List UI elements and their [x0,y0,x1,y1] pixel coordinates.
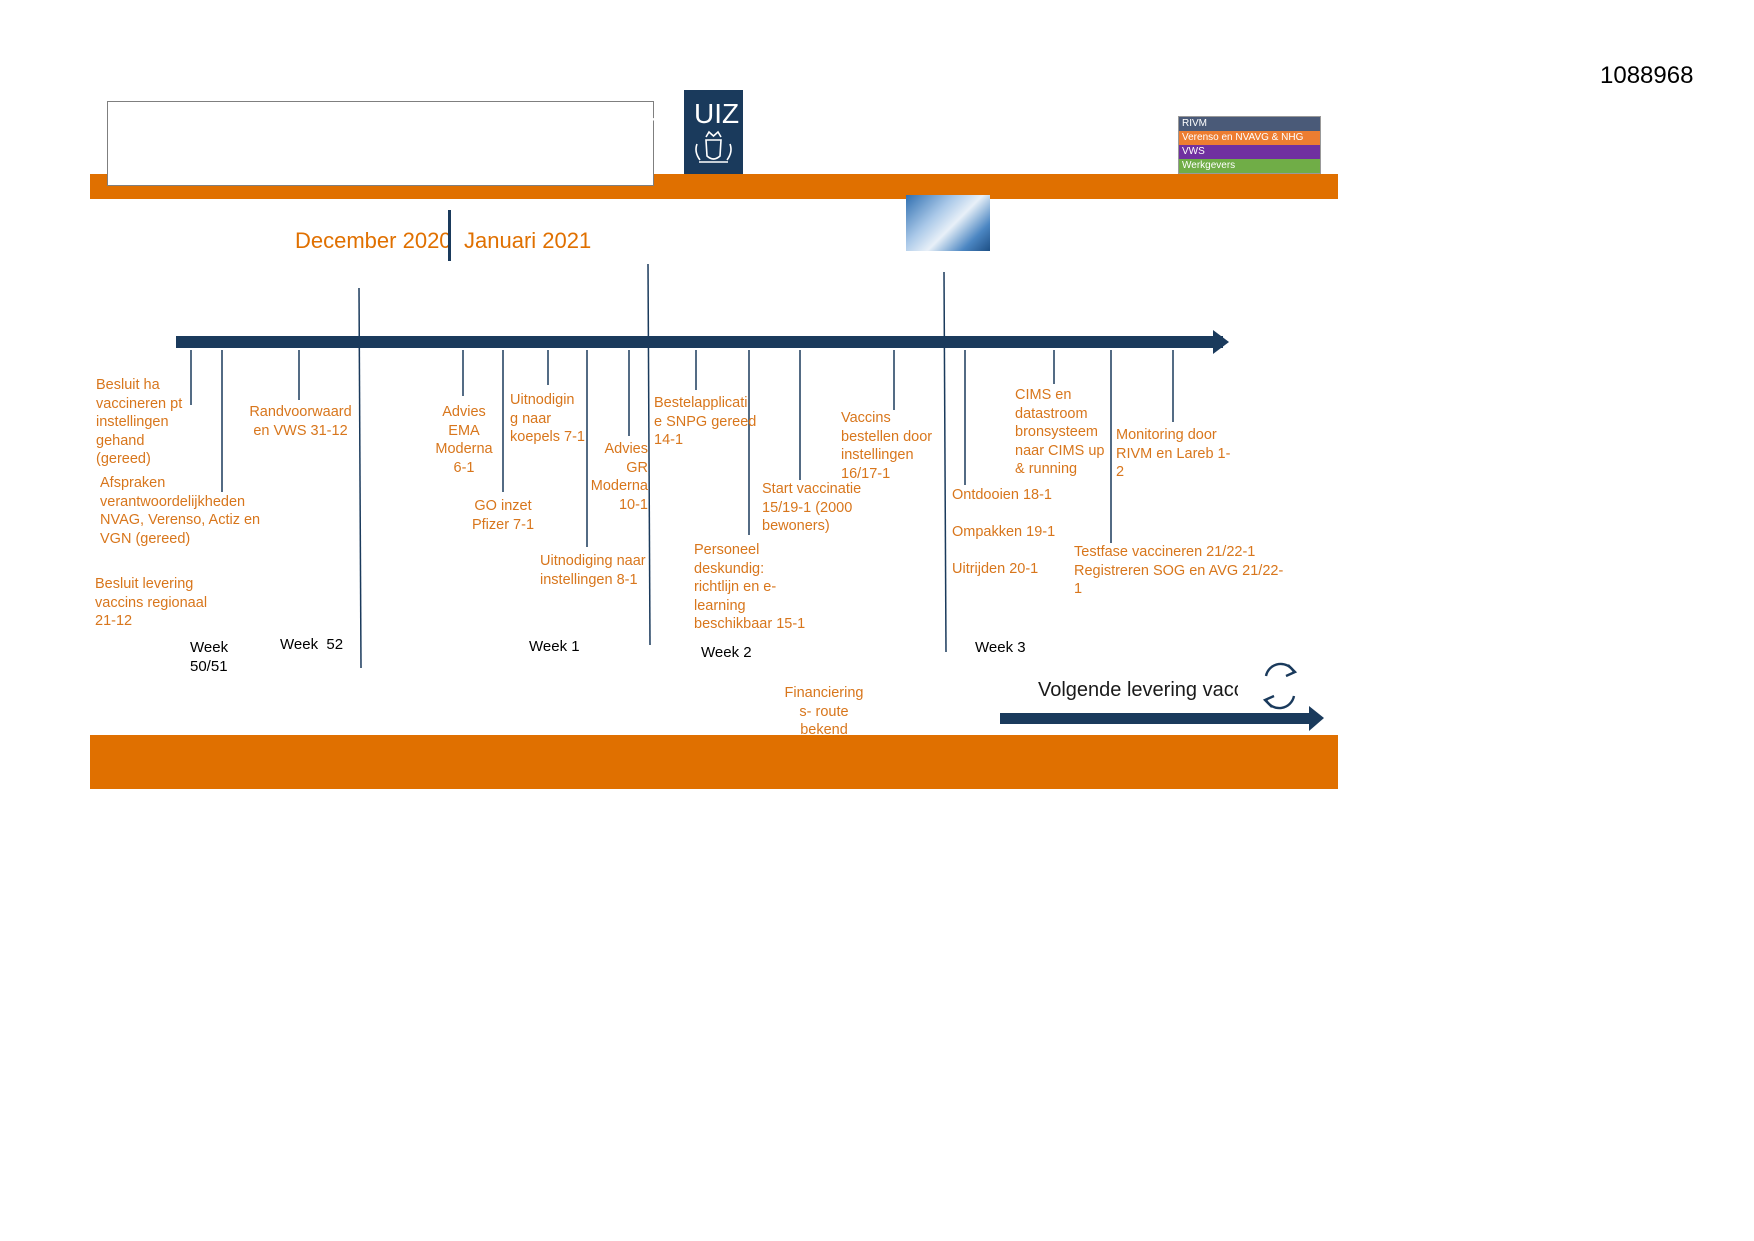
event-besluit-levering: Besluit levering vaccins regionaal 21-12 [95,576,208,629]
event-start-vaccinatie: Start vaccinatie 15/19-1 (2000 bewoners) [762,481,862,534]
month-januari: Januari 2021 [464,228,592,253]
event-advies-ema: Advies EMA Moderna 6-1 [435,404,493,476]
legend-item-vws: VWS [1179,145,1320,159]
month-december: December 2020 [295,228,452,253]
event-uitrijden: Uitrijden 20-1 [952,561,1039,577]
week-label-1: Week 1 [529,638,580,655]
event-uitnodiging-koepels: Uitnodigin g naar koepels 7-1 [510,392,585,445]
event-afspraken: Afspraken verantwoordelijkheden NVAG, Ve… [100,475,261,547]
refresh-cycle-icon [1262,662,1298,710]
timeline-arrow-head [1213,330,1229,354]
event-ompakken: Ompakken 19-1 [952,524,1056,540]
week-label-3: Week 3 [975,639,1026,656]
legend: RIVM Verenso en NVAVG & NHG VWS Werkgeve… [1178,116,1321,174]
month-divider [448,210,451,261]
rijksoverheid-logo: UIZ [684,90,743,174]
week-divider-line [943,271,947,653]
legend-item-verenso: Verenso en NVAVG & NHG [1179,131,1320,145]
event-cims: CIMS en datastroom bronsysteem naar CIMS… [1015,387,1105,477]
event-ontdooien: Ontdooien 18-1 [952,487,1052,503]
event-financiering: Financiering s- route bekend [784,685,864,737]
event-testfase: Testfase vaccineren 21/22-1 Registreren … [1074,544,1284,597]
event-uitnodiging-instellingen: Uitnodiging naar instellingen 8-1 [540,553,646,588]
footer-band [90,735,1338,789]
week-divider-line [358,287,362,669]
event-besluit-ha: Besluit ha vaccineren pt instellingen ge… [96,377,183,467]
week-label-2: Week 2 [700,643,753,662]
event-advies-gr: Advies GR Moderna 10-1 [590,441,648,513]
title-box [107,101,654,186]
coat-of-arms-icon [695,130,732,163]
legend-item-werkgevers: Werkgevers [1179,159,1320,173]
event-randvoorwaarden: Randvoorwaard en VWS 31-12 [249,404,352,439]
title-fragment-overlay: UIZ [694,98,739,129]
next-delivery-label: Volgende levering vaccins [1038,679,1238,701]
week-label-50-51: Week 50/51 [190,639,229,675]
event-vaccins-bestellen: Vaccins bestellen door instellingen 16/1… [841,410,933,482]
document-id: 1088968 [1600,62,1694,89]
event-monitoring: Monitoring door RIVM en Lareb 1-2 [1116,427,1231,480]
vaccine-vials-image [906,195,990,251]
week-divider-line [647,263,651,646]
next-delivery-arrow-head [1309,706,1324,731]
timeline-arrow-shaft [176,336,1223,348]
week-label-52: Week 52 [280,636,344,653]
legend-item-rivm: RIVM [1179,117,1320,131]
event-personeel: Personeel deskundig: richtlijn en e-lear… [694,542,806,632]
event-bestelapplicatie: Bestelapplicati e SNPG gereed 14-1 [654,395,757,448]
next-delivery-arrow-shaft [1000,713,1312,724]
event-go-inzet: GO inzet Pfizer 7-1 [471,498,535,533]
